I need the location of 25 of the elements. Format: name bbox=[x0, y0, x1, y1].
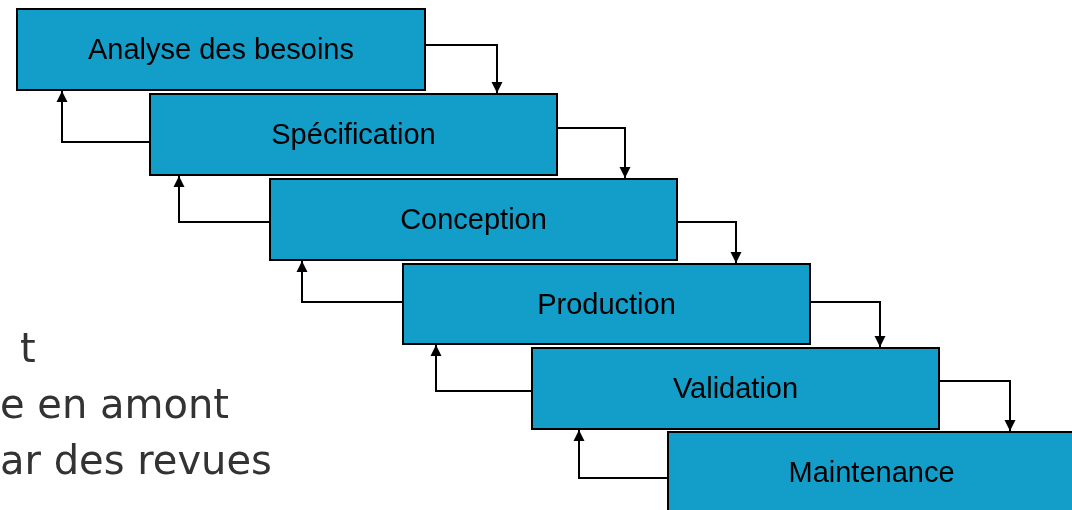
arrow bbox=[939, 380, 1016, 432]
phase-box bbox=[667, 431, 1072, 510]
phase-box bbox=[531, 347, 940, 430]
slide-text: ar des revues bbox=[0, 440, 272, 480]
arrow bbox=[810, 301, 886, 348]
phase-label: Analyse des besoins bbox=[88, 33, 354, 66]
slide-text: e en amont bbox=[0, 384, 229, 424]
arrow bbox=[573, 429, 668, 479]
phase-box bbox=[402, 263, 811, 345]
arrow bbox=[296, 260, 403, 303]
phase-label: Production bbox=[537, 287, 676, 321]
phase-label: Spécification bbox=[271, 118, 436, 151]
phase-label: Maintenance bbox=[788, 456, 955, 489]
phase-box bbox=[269, 178, 678, 261]
phase-box bbox=[149, 93, 558, 176]
phase-box bbox=[16, 8, 426, 91]
arrow bbox=[557, 127, 631, 179]
slide-text: t bbox=[20, 328, 36, 368]
arrow bbox=[677, 221, 742, 264]
arrow bbox=[430, 344, 532, 392]
phase-label: Conception bbox=[400, 203, 547, 236]
arrow bbox=[173, 175, 270, 223]
phase-label: Validation bbox=[672, 372, 799, 405]
arrow bbox=[56, 90, 150, 143]
arrow bbox=[425, 44, 503, 94]
